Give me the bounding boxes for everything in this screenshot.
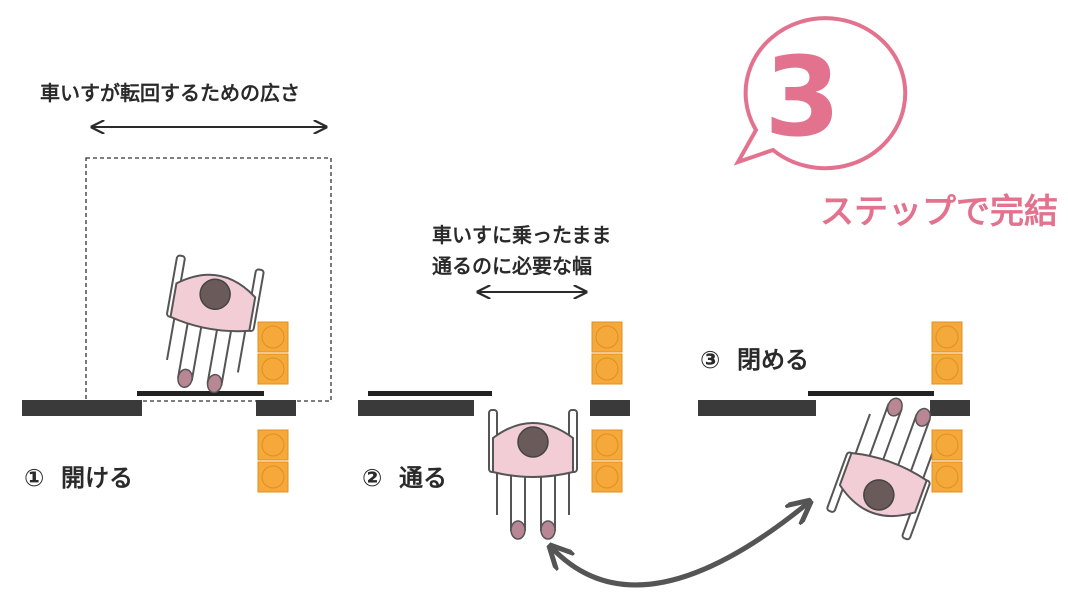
- door-open-2: [368, 391, 492, 396]
- tactile-block: [257, 429, 289, 461]
- return-arrow: [552, 503, 808, 588]
- tactile-block: [931, 321, 963, 353]
- passage-width-line1: 車いすに乗ったまま: [432, 223, 612, 247]
- badge-number: 3: [764, 33, 841, 161]
- wall-right-1: [256, 400, 296, 416]
- wall-left-2: [358, 400, 474, 416]
- wheelchair-user-2: [488, 409, 578, 540]
- door-open-1: [137, 391, 264, 396]
- speech-bubble-icon: [733, 16, 908, 171]
- step-3-label: 閉める: [737, 346, 810, 374]
- turning-space-area: [85, 157, 332, 402]
- tactile-block: [591, 429, 623, 461]
- badge-caption: ステップで完結: [820, 192, 1058, 232]
- wall-right-3: [930, 400, 970, 416]
- wheelchair-user-1: [153, 254, 266, 399]
- step-1-marker: ①: [24, 464, 45, 492]
- tactile-block: [257, 321, 289, 353]
- wall-right-2: [590, 400, 630, 416]
- tactile-block: [591, 321, 623, 353]
- step-3: ③ 閉める: [700, 340, 809, 375]
- tactile-block: [931, 461, 963, 493]
- step-3-marker: ③: [700, 346, 721, 374]
- passage-width-label: 車いすに乗ったまま 通るのに必要な幅: [432, 220, 611, 282]
- step-2-label: 通る: [399, 464, 448, 492]
- wall-left-3: [698, 400, 816, 416]
- tactile-block: [257, 461, 289, 493]
- tactile-block: [931, 353, 963, 385]
- tactile-block: [257, 353, 289, 385]
- tactile-block: [591, 461, 623, 493]
- door-closed-3: [808, 391, 934, 396]
- wall-left-1: [22, 400, 142, 416]
- tactile-block: [591, 353, 623, 385]
- tactile-block: [931, 429, 963, 461]
- turning-space-label: 車いすが転回するための広さ: [40, 81, 300, 105]
- step-2: ② 通る: [362, 458, 447, 493]
- step-1-label: 開ける: [61, 464, 134, 492]
- step-1: ① 開ける: [24, 458, 133, 493]
- passage-width-line2: 通るのに必要な幅: [432, 254, 592, 278]
- step-2-marker: ②: [362, 464, 383, 492]
